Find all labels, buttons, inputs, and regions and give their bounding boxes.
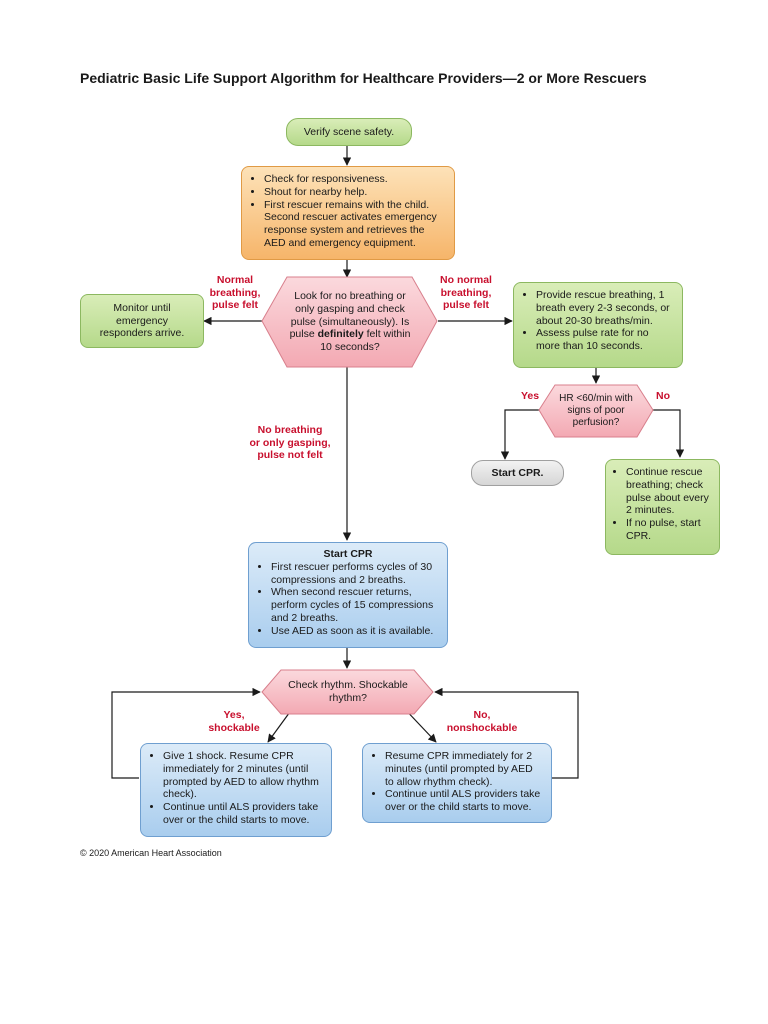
list-item: First rescuer performs cycles of 30 comp… — [271, 561, 439, 587]
label-no-normal-breathing: No normal breathing, pulse felt — [440, 274, 492, 312]
start-cpr-gray-box: Start CPR. — [471, 460, 564, 486]
list-item: Continue rescue breathing; check pulse a… — [626, 466, 713, 517]
start-cpr-box: Start CPR First rescuer performs cycles … — [248, 542, 448, 648]
list-item: Give 1 shock. Resume CPR immediately for… — [163, 750, 323, 801]
label-no-breathing: No breathing or only gasping, pulse not … — [249, 424, 331, 462]
monitor-text: Monitor until emergency responders arriv… — [99, 301, 185, 340]
no-shock-list: Resume CPR immediately for 2 minutes (un… — [371, 750, 543, 814]
list-item: Check for responsiveness. — [264, 173, 446, 186]
no-shock-box: Resume CPR immediately for 2 minutes (un… — [362, 743, 552, 823]
continue-rescue-list: Continue rescue breathing; check pulse a… — [612, 466, 713, 543]
verify-scene-text: Verify scene safety. — [303, 125, 395, 138]
verify-scene-box: Verify scene safety. — [286, 118, 412, 146]
arrow-hr-to-startcpr — [500, 409, 540, 460]
check-responsiveness-list: Check for responsiveness. Shout for near… — [250, 173, 446, 250]
list-item: When second rescuer returns, perform cyc… — [271, 586, 439, 624]
hr-check-text: HR <60/min with signs of poor perfusion? — [559, 392, 633, 429]
look-pulse-text-pre: Look for no breathing or only gasping an… — [289, 290, 410, 341]
decision-hr-shape — [538, 384, 654, 438]
rescue-breathing-box: Provide rescue breathing, 1 breath every… — [513, 282, 683, 368]
copyright-text: © 2020 American Heart Association — [80, 848, 222, 858]
list-item: Use AED as soon as it is available. — [271, 625, 439, 638]
list-item: Continue until ALS providers take over o… — [163, 801, 323, 827]
page-title: Pediatric Basic Life Support Algorithm f… — [80, 70, 647, 86]
decision-rhythm-shape — [261, 669, 434, 715]
loop-noshock-to-rhythm — [434, 687, 579, 779]
label-no-nonshockable: No, nonshockable — [446, 709, 518, 734]
check-rhythm-text: Check rhythm. Shockable rhythm? — [288, 679, 408, 704]
monitor-box: Monitor until emergency responders arriv… — [80, 294, 204, 348]
list-item: If no pulse, start CPR. — [626, 517, 713, 543]
start-cpr-list: First rescuer performs cycles of 30 comp… — [257, 561, 439, 638]
shock-list: Give 1 shock. Resume CPR immediately for… — [149, 750, 323, 827]
label-normal-breathing: Normal breathing, pulse felt — [209, 274, 261, 312]
decision-look-pulse: Look for no breathing or only gasping an… — [286, 280, 414, 364]
look-pulse-emph: definitely — [317, 328, 364, 341]
arrow-hr-to-continue — [652, 409, 685, 458]
list-item: Assess pulse rate for no more than 10 se… — [536, 327, 674, 353]
label-yes: Yes — [520, 390, 540, 402]
loop-shock-to-rhythm — [111, 687, 261, 779]
shock-box: Give 1 shock. Resume CPR immediately for… — [140, 743, 332, 837]
list-item: Shout for nearby help. — [264, 186, 446, 199]
start-cpr-gray-text: Start CPR. — [491, 466, 544, 479]
list-item: Continue until ALS providers take over o… — [385, 788, 543, 814]
continue-rescue-box: Continue rescue breathing; check pulse a… — [605, 459, 720, 555]
start-cpr-title: Start CPR — [323, 548, 373, 560]
list-item: Provide rescue breathing, 1 breath every… — [536, 289, 674, 327]
check-responsiveness-box: Check for responsiveness. Shout for near… — [241, 166, 455, 260]
list-item: First rescuer remains with the child. Se… — [264, 199, 446, 250]
decision-rhythm: Check rhythm. Shockable rhythm? — [282, 672, 414, 712]
label-no: No — [656, 390, 670, 402]
list-item: Resume CPR immediately for 2 minutes (un… — [385, 750, 543, 788]
look-pulse-text-post: felt within 10 seconds? — [320, 328, 411, 354]
rescue-breathing-list: Provide rescue breathing, 1 breath every… — [522, 289, 674, 353]
label-yes-shockable: Yes, shockable — [208, 709, 260, 734]
decision-hr: HR <60/min with signs of poor perfusion? — [553, 387, 639, 435]
decision-look-pulse-shape — [261, 276, 438, 368]
